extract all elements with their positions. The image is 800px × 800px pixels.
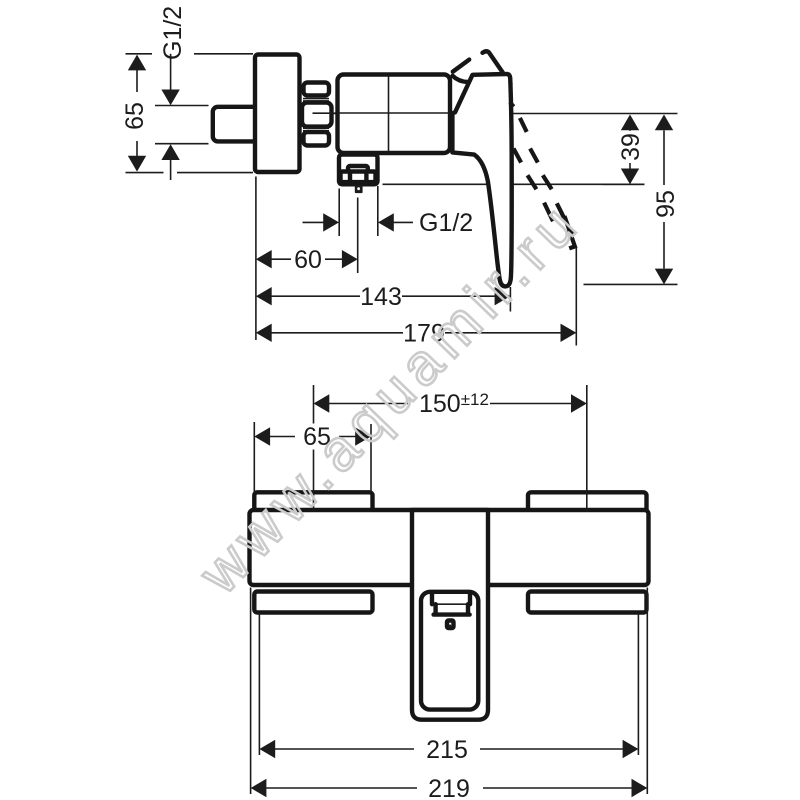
svg-text:215: 215 bbox=[426, 736, 468, 764]
svg-text:65: 65 bbox=[303, 423, 331, 451]
svg-text:60: 60 bbox=[294, 246, 322, 274]
svg-text:143: 143 bbox=[360, 283, 402, 311]
svg-text:65: 65 bbox=[121, 102, 149, 130]
svg-text:G1/2: G1/2 bbox=[159, 6, 187, 60]
svg-text:179: 179 bbox=[403, 320, 445, 348]
svg-text:G1/2: G1/2 bbox=[419, 209, 473, 237]
svg-text:95: 95 bbox=[652, 190, 680, 218]
svg-text:219: 219 bbox=[428, 775, 470, 800]
svg-text:39: 39 bbox=[617, 133, 645, 161]
